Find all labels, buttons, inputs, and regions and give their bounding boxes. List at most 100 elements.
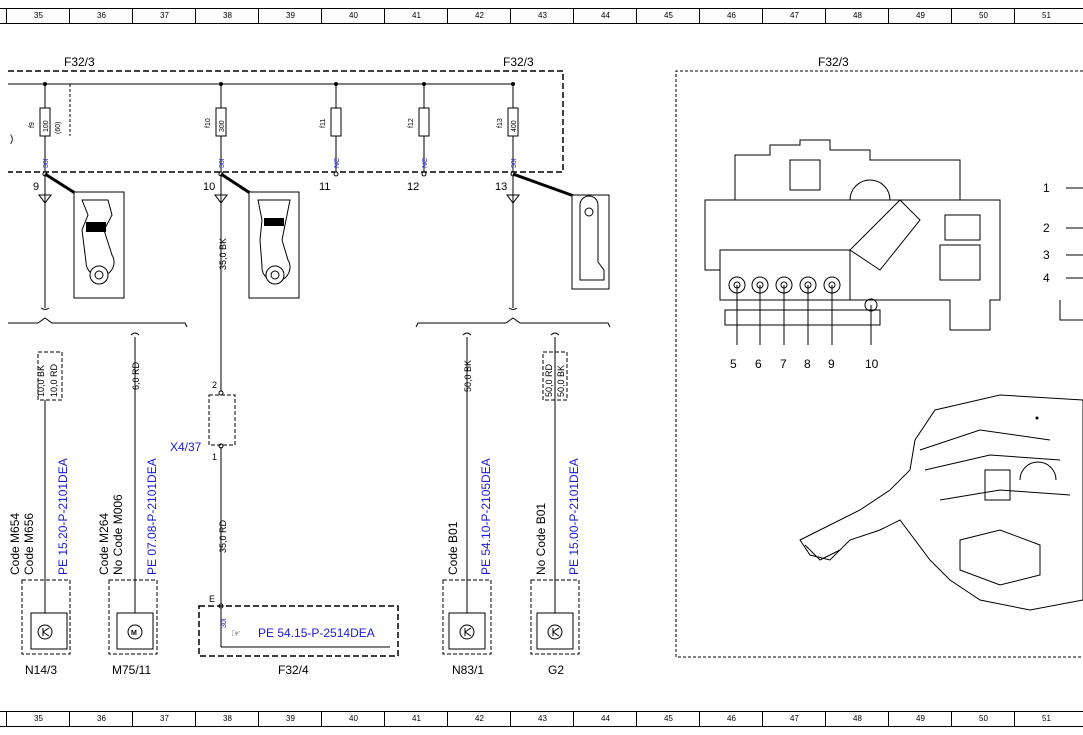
fuse-f13: f13 400 30I bbox=[497, 82, 519, 177]
detail-title: F32/3 bbox=[818, 55, 849, 69]
wire-label-10bk: 10,0 BK bbox=[36, 365, 46, 397]
svg-text:5: 5 bbox=[730, 357, 737, 371]
wire-label-50bk: 50,0 BK bbox=[463, 360, 473, 392]
ruler-cell: 50 bbox=[951, 712, 1015, 726]
svg-text:30I: 30I bbox=[43, 158, 50, 168]
component-f32-4: E 30I ☞ PE 54.15-P-2514DEA F32/4 bbox=[198, 594, 399, 677]
component-n83-1: Code B01 PE 54.10-P-2105DEA N83/1 bbox=[442, 458, 493, 677]
svg-text:f11: f11 bbox=[320, 119, 327, 128]
detail-frame bbox=[675, 70, 1083, 658]
svg-text:30I: 30I bbox=[511, 158, 518, 168]
ruler-cell: 39 bbox=[258, 712, 322, 726]
ruler-cell: 50 bbox=[951, 9, 1015, 23]
terminal-pictogram-9 bbox=[73, 191, 125, 299]
ruler-cell: 51 bbox=[1014, 712, 1078, 726]
ruler-cell: 35 bbox=[6, 712, 70, 726]
hand-pointer-icon: ☞ bbox=[231, 628, 241, 640]
ruler-cell: 40 bbox=[321, 712, 385, 726]
svg-text:(60): (60) bbox=[55, 122, 62, 134]
fuse-block-paren: ) bbox=[10, 134, 13, 145]
harness-bracket-left bbox=[8, 317, 188, 328]
ruler-cell: 36 bbox=[69, 9, 133, 23]
ruler-cell: 38 bbox=[195, 712, 259, 726]
svg-text:N83/1: N83/1 bbox=[452, 663, 484, 677]
wire-label-6rd: 6,0 RD bbox=[131, 361, 141, 390]
ruler-cell: 37 bbox=[132, 9, 196, 23]
svg-text:M: M bbox=[131, 630, 137, 637]
svg-text:F32/4: F32/4 bbox=[278, 663, 309, 677]
fuse-f12: f12 NC bbox=[408, 82, 430, 177]
ref-link-f32-4[interactable]: PE 54.15-P-2514DEA bbox=[258, 626, 375, 640]
ruler-cell: 41 bbox=[384, 712, 448, 726]
svg-text:NC: NC bbox=[422, 158, 429, 168]
fuse-f9: f9 100 (60) 30I bbox=[29, 82, 71, 177]
module-perspective-drawing bbox=[799, 394, 1083, 611]
svg-text:1: 1 bbox=[1043, 181, 1050, 195]
svg-text:300: 300 bbox=[219, 120, 226, 132]
component-g2: No Code B01 PE 15.00-P-2101DEA G2 bbox=[530, 458, 581, 677]
svg-text:1: 1 bbox=[212, 452, 217, 462]
ruler-cell: 49 bbox=[888, 712, 952, 726]
ruler-cell: 36 bbox=[69, 712, 133, 726]
fuse-block-label-left: F32/3 bbox=[64, 55, 95, 69]
ruler-cell: 45 bbox=[636, 9, 700, 23]
wire-label-35rd: 35,0 RD bbox=[218, 519, 228, 553]
terminal-11: 11 bbox=[319, 181, 330, 193]
svg-text:3: 3 bbox=[1043, 248, 1050, 262]
wire-label-50bk-2: 50,0 BK bbox=[556, 365, 566, 397]
fuse-block-label-mid: F32/3 bbox=[503, 55, 534, 69]
wire-label-35bk: 35,0 BK bbox=[218, 238, 228, 270]
ruler-cell: 35 bbox=[6, 9, 70, 23]
wire-label-10rd: 10,0 RD bbox=[49, 363, 59, 397]
ref-link-m75-11[interactable]: PE 07.08-P-2101DEA bbox=[145, 458, 159, 575]
svg-text:4: 4 bbox=[1043, 271, 1050, 285]
svg-text:Code B01: Code B01 bbox=[446, 521, 460, 575]
terminal-13: 13 bbox=[495, 181, 507, 193]
ruler-cell: 42 bbox=[447, 712, 511, 726]
svg-text:f10: f10 bbox=[205, 118, 212, 128]
terminal-10: 10 bbox=[203, 181, 215, 193]
svg-text:Code M264: Code M264 bbox=[97, 513, 111, 575]
svg-text:G2: G2 bbox=[548, 663, 564, 677]
ruler-cell: 39 bbox=[258, 9, 322, 23]
ref-link-n14-3[interactable]: PE 15.20-P-2101DEA bbox=[56, 458, 70, 575]
terminal-pictogram-13 bbox=[571, 194, 610, 290]
component-n14-3: Code M654 Code M656 PE 15.20-P-2101DEA N… bbox=[8, 458, 71, 677]
svg-text:2: 2 bbox=[212, 380, 217, 390]
svg-text:Code M654: Code M654 bbox=[8, 513, 22, 575]
ruler-cell: 42 bbox=[447, 9, 511, 23]
svg-text:30I: 30I bbox=[221, 618, 228, 628]
terminal-12: 12 bbox=[407, 181, 419, 193]
svg-text:f12: f12 bbox=[408, 118, 415, 128]
svg-text:7: 7 bbox=[780, 357, 787, 371]
svg-text:M75/11: M75/11 bbox=[112, 663, 151, 677]
ruler-cell: 51 bbox=[1014, 9, 1078, 23]
wire-label-50rd: 50,0 RD bbox=[544, 363, 554, 397]
ruler-cell: 44 bbox=[573, 712, 637, 726]
svg-text:100: 100 bbox=[43, 120, 50, 132]
ruler-cell: 49 bbox=[888, 9, 952, 23]
ruler-cell: 47 bbox=[762, 9, 826, 23]
fuse-block-outline bbox=[8, 70, 564, 173]
fuse-f11: f11 NC bbox=[320, 82, 342, 177]
svg-text:No Code M006: No Code M006 bbox=[111, 494, 125, 575]
svg-text:f9: f9 bbox=[29, 122, 36, 128]
svg-text:f13: f13 bbox=[497, 118, 504, 128]
ruler-cell: 37 bbox=[132, 712, 196, 726]
terminal-9: 9 bbox=[33, 181, 39, 193]
svg-text:Code M656: Code M656 bbox=[22, 513, 36, 575]
fuse-f10: f10 300 30I bbox=[205, 82, 227, 177]
ref-link-n83-1[interactable]: PE 54.10-P-2105DEA bbox=[479, 458, 493, 575]
ruler-cell: 48 bbox=[825, 712, 889, 726]
terminal-pictogram-10 bbox=[248, 191, 300, 299]
svg-text:2: 2 bbox=[1043, 221, 1050, 235]
svg-text:9: 9 bbox=[828, 357, 835, 371]
ref-link-g2[interactable]: PE 15.00-P-2101DEA bbox=[567, 458, 581, 575]
ruler-cell: 40 bbox=[321, 9, 385, 23]
ruler-cell: 46 bbox=[699, 712, 763, 726]
harness-bracket-right bbox=[415, 317, 611, 328]
svg-text:8: 8 bbox=[804, 357, 811, 371]
connector-label: X4/37 bbox=[170, 440, 202, 454]
